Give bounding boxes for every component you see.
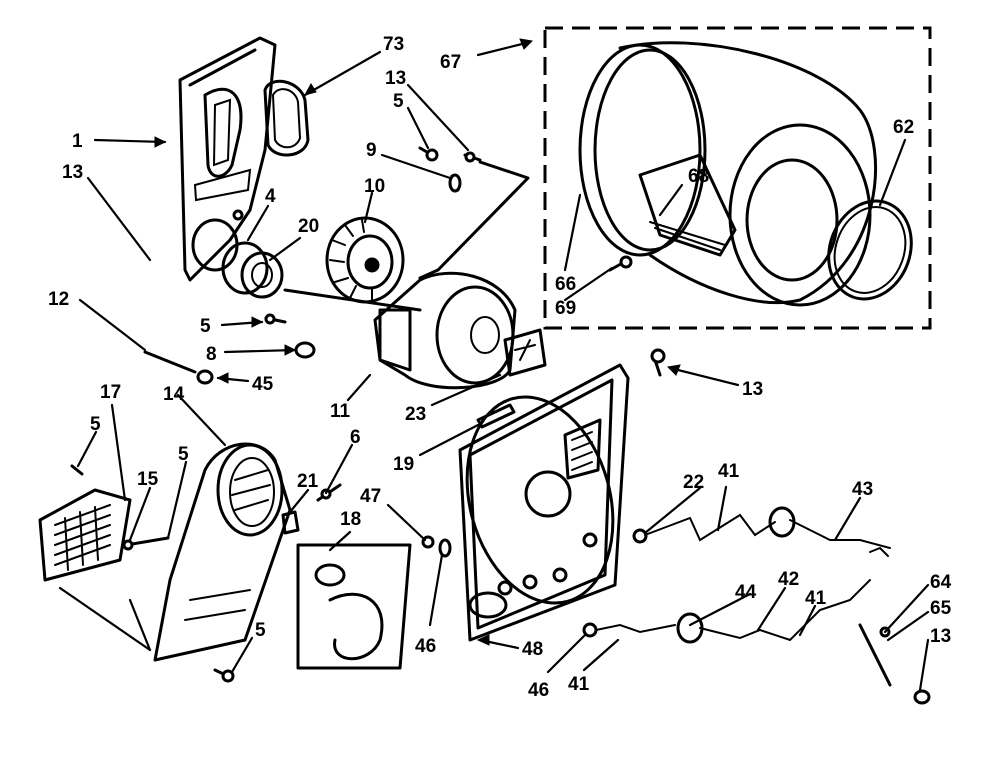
front-bearing [221,241,284,299]
callout-67: 67 [440,52,461,73]
callout-41-upper: 41 [718,461,740,482]
callout-18: 18 [340,509,361,530]
callout-21: 21 [297,471,319,492]
callout-9: 9 [366,140,377,161]
callout-46-lower: 46 [528,680,549,701]
callout-5-bottom: 5 [255,620,266,641]
callout-labels: 1 13 73 13 5 9 10 4 20 12 5 8 45 11 23 6… [48,34,952,701]
callout-41-mid: 41 [805,588,827,609]
callout-20: 20 [298,216,319,237]
callout-15: 15 [137,469,159,490]
callout-65: 65 [930,598,952,619]
callout-13-lower: 13 [930,626,951,647]
callout-22: 22 [683,472,704,493]
callout-13-upper: 13 [385,68,406,89]
front-bulkhead [178,36,277,282]
callout-45: 45 [252,374,274,395]
callout-1: 1 [72,131,83,152]
leader-lines [58,38,930,692]
callout-4: 4 [265,186,276,207]
callout-47: 47 [360,486,381,507]
blower-plate [503,328,547,377]
lint-screen [38,488,132,582]
callout-8: 8 [206,344,217,365]
clip-21 [281,510,300,535]
callout-5-upper: 5 [393,91,404,112]
callout-10: 10 [364,176,385,197]
callout-42: 42 [778,569,799,590]
callout-11: 11 [330,401,351,422]
lint-duct [418,160,530,280]
callout-64: 64 [930,572,952,593]
rear-bulkhead [458,363,630,642]
callout-69: 69 [555,298,576,319]
callout-5-left: 5 [90,414,101,435]
seal-73 [263,79,310,157]
callout-5-mid: 5 [200,316,211,337]
drum-rollers [582,506,931,705]
callout-13-rear: 13 [742,379,763,400]
screw-12 [143,350,197,374]
callout-14: 14 [163,384,185,405]
callout-12: 12 [48,289,69,310]
callout-68: 68 [688,166,709,187]
callout-46-upper: 46 [415,636,436,657]
drum [578,41,877,307]
callout-19: 19 [393,454,414,475]
clip-19 [476,403,516,429]
callout-13-front: 13 [62,162,83,183]
callout-43: 43 [852,479,873,500]
callout-73: 73 [383,34,404,55]
callout-62: 62 [893,117,914,138]
callout-44: 44 [735,582,757,603]
callout-48: 48 [522,639,543,660]
callout-17: 17 [100,382,121,403]
clip-8 [294,341,316,359]
blower-housing [373,271,517,390]
callout-6: 6 [350,427,361,448]
blower-wheel [325,216,405,304]
rear-drum-seal [827,199,913,301]
drum-assembly-box [543,26,932,330]
callout-23: 23 [405,404,426,425]
hardware-kit [296,543,412,670]
callout-41-lower: 41 [568,674,590,695]
exhaust-duct [153,442,292,662]
callout-66: 66 [555,274,576,295]
callout-5-duct: 5 [178,444,189,465]
